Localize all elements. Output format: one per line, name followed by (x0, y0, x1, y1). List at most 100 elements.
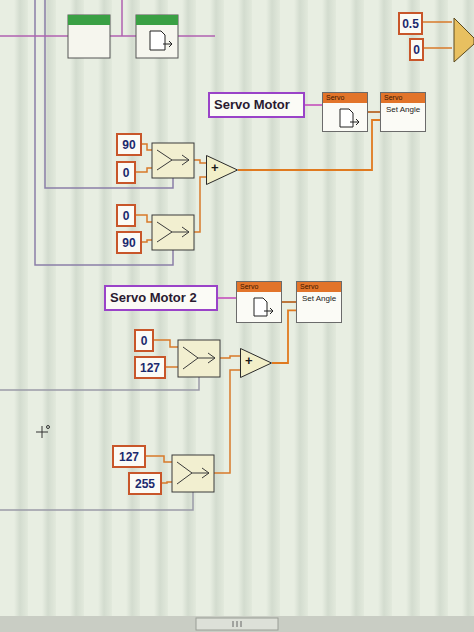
select-symbol (172, 455, 214, 492)
wire (305, 104, 322, 106)
select-symbol (178, 340, 220, 377)
wire (282, 301, 296, 303)
subvi-header: Servo (297, 282, 341, 292)
string-constant: Servo Motor (208, 92, 305, 118)
numeric-constant: 0 (116, 204, 136, 227)
add-function: + (240, 348, 272, 378)
add-triangle-shape (207, 156, 238, 185)
numeric-constant: 0 (116, 161, 136, 184)
subvi-header (68, 15, 110, 25)
numeric-wire (154, 340, 178, 347)
wire (178, 35, 215, 37)
frame-wires (0, 0, 452, 510)
document-shape (254, 298, 267, 316)
constant-value: 0 (123, 207, 130, 225)
subvi-name: Set Angle (297, 292, 341, 305)
constant-value: 0 (413, 41, 420, 59)
numeric-wire (136, 215, 152, 222)
constant-value: 90 (122, 234, 135, 252)
scrollbar (0, 616, 474, 632)
select-box (178, 340, 220, 377)
numeric-constant: 255 (128, 472, 162, 495)
numeric-constant: 90 (116, 133, 142, 156)
subvi-header: Servo (323, 93, 367, 103)
string-value: Servo Motor (214, 94, 290, 116)
scrollbar-track (0, 616, 474, 632)
numeric-wire (136, 168, 152, 172)
operator-sign: + (240, 348, 272, 374)
subvi-header: Servo (381, 93, 425, 103)
subvi-box (68, 15, 110, 58)
string-value: Servo Motor 2 (110, 287, 197, 309)
numeric-wire (142, 240, 152, 242)
numeric-constant: 90 (116, 231, 142, 254)
subvi-box (136, 15, 178, 58)
constant-value: 127 (119, 448, 139, 466)
add-triangle (240, 348, 272, 378)
document-icon (237, 292, 283, 322)
arrow-shape (350, 119, 359, 125)
constant-value: 0 (141, 332, 148, 350)
select-glyph (157, 150, 189, 170)
constant-value: 0 (123, 164, 130, 182)
constant-value: 127 (140, 359, 160, 377)
wire (368, 111, 380, 113)
subvi-header: Servo (237, 282, 281, 292)
select-box (152, 143, 194, 178)
arrow-shape (264, 308, 273, 314)
document-icon (150, 31, 165, 50)
select-functions (152, 143, 220, 492)
numeric-wire (422, 21, 452, 23)
numeric-constant: 127 (134, 356, 166, 379)
select-glyph (183, 347, 215, 369)
select-box (152, 215, 194, 250)
compare-node (454, 18, 474, 62)
wire (110, 35, 136, 37)
numeric-wire (214, 370, 240, 473)
numeric-wire (166, 366, 178, 368)
arrow-icon (163, 41, 172, 47)
subvi-header (136, 15, 178, 25)
numeric-wire (220, 356, 240, 358)
select-symbol (152, 143, 194, 178)
document-icon (323, 103, 369, 131)
add-function: + (206, 155, 238, 185)
wire (121, 0, 123, 36)
select-glyph (157, 222, 189, 242)
constant-value: 255 (135, 475, 155, 493)
numeric-constant: 0 (409, 38, 424, 61)
mouse-cursor (36, 426, 50, 439)
scrollbar-grip (233, 621, 241, 627)
select-glyph (177, 462, 209, 484)
select-symbol (152, 215, 194, 250)
set-angle-subvi: ServoSet Angle (296, 281, 342, 323)
numeric-constant: 0 (134, 329, 154, 352)
numeric-wire (194, 177, 206, 232)
boolean-wire (0, 377, 199, 390)
select-box (172, 455, 214, 492)
constant-value: 90 (122, 136, 135, 154)
subvi-icons (68, 15, 178, 58)
numeric-constant: 127 (112, 445, 146, 468)
cursor-dot (47, 426, 50, 429)
operator-sign: + (206, 155, 238, 181)
numeric-constant: 0.5 (398, 12, 423, 35)
servo-subvi: Servo (236, 281, 282, 323)
numeric-wire (162, 482, 172, 483)
subvi-name: Set Angle (381, 103, 425, 116)
add-triangle-shape (241, 349, 272, 378)
servo-subvi: Servo (322, 92, 368, 132)
boolean-wire (0, 492, 193, 510)
wire (218, 297, 236, 299)
document-shape (340, 109, 353, 127)
numeric-wire (146, 456, 172, 462)
constant-value: 0.5 (402, 15, 419, 33)
wire (0, 35, 68, 37)
string-constant: Servo Motor 2 (104, 285, 218, 311)
numeric-wires (136, 144, 240, 483)
numeric-wire (423, 47, 452, 49)
add-triangle (206, 155, 238, 185)
numeric-wire (142, 144, 152, 150)
set-angle-subvi: ServoSet Angle (380, 92, 426, 132)
